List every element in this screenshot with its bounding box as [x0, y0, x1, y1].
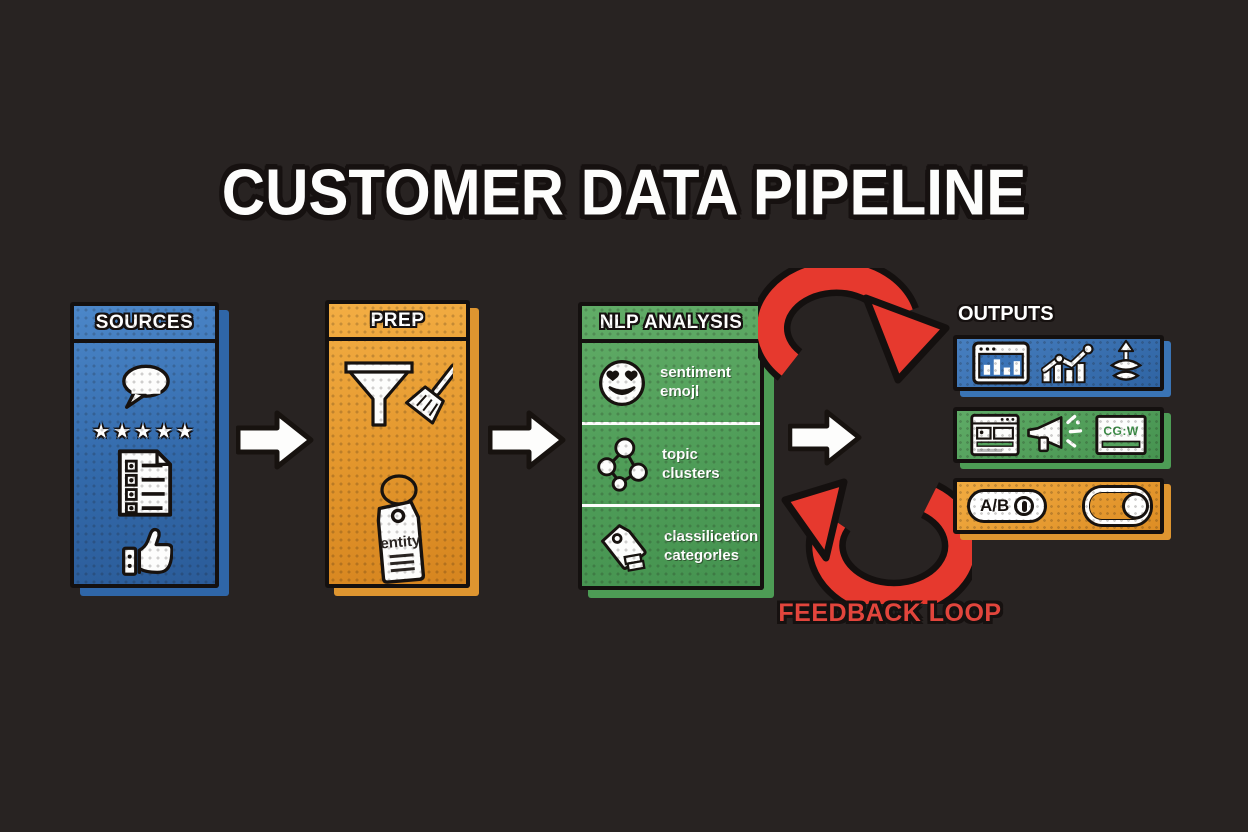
- content-card-label: CG:W: [1103, 424, 1139, 438]
- sources-header: SOURCES: [74, 306, 215, 343]
- nlp-row-classification: classilicetion categorles: [582, 504, 760, 586]
- nlp-body: sentiment emojl to: [582, 343, 760, 586]
- ab-test-icon: A/B: [967, 489, 1048, 523]
- dashboard-icon: [972, 341, 1030, 385]
- stage-prep: PREP: [325, 300, 470, 588]
- entity-tag-icon: entity: [352, 473, 444, 591]
- prep-title: PREP: [370, 309, 425, 331]
- output-bar-experiments: A/B: [953, 478, 1164, 534]
- flow-arrow-nlp-to-outputs: [788, 409, 866, 469]
- topic-clusters-icon: [596, 436, 650, 494]
- stage-nlp-analysis: NLP ANALYSIS sentiment emojl: [578, 302, 764, 590]
- trend-chart-icon: [1040, 341, 1096, 385]
- classification-tag-icon: [596, 519, 652, 575]
- output-bar-dashboards: [953, 335, 1164, 391]
- toggle-knob: [1122, 492, 1149, 520]
- prep-body: entity: [329, 341, 466, 591]
- webpage-icon: [970, 413, 1020, 457]
- prep-header: PREP: [329, 304, 466, 341]
- speech-bubble-icon: [114, 361, 176, 413]
- ab-test-label: A/B: [980, 496, 1010, 515]
- output-bar-content: CG:W: [953, 407, 1164, 463]
- nlp-row-topics: topic clusters: [582, 422, 760, 504]
- thumbs-up-icon: [117, 526, 173, 578]
- nlp-title: NLP ANALYSIS: [599, 311, 743, 333]
- sources-body: ★★★★★: [74, 343, 215, 584]
- nlp-header: NLP ANALYSIS: [582, 306, 760, 343]
- spread-arrows-icon: [1107, 339, 1145, 387]
- ab-test-indicator: [1014, 496, 1035, 516]
- sentiment-emoji-icon: [596, 357, 648, 409]
- sources-title: SOURCES: [95, 311, 194, 333]
- feedback-loop-label: FEEDBACK LOOP: [778, 599, 1002, 627]
- page-title: CUSTOMER DATA PIPELINE: [221, 156, 1027, 229]
- feedback-arrow-bottom: [781, 478, 972, 604]
- stage-sources: SOURCES ★★★★★: [70, 302, 219, 588]
- nlp-row-sentiment: sentiment emojl: [582, 343, 760, 422]
- feedback-arrow-top: [758, 268, 950, 384]
- nlp-row-classification-label: classilicetion categorles: [664, 527, 759, 564]
- nlp-row-topics-label: topic clusters: [662, 445, 720, 482]
- megaphone-icon: [1026, 412, 1088, 458]
- entity-tag-label: entity: [379, 532, 421, 552]
- flow-arrow-prep-to-nlp: [488, 410, 566, 470]
- nlp-row-sentiment-label: sentiment emojl: [660, 363, 731, 400]
- funnel-broom-icon: [343, 359, 453, 451]
- flow-arrow-sources-to-prep: [236, 410, 314, 470]
- five-stars-icon: ★★★★★: [92, 421, 197, 443]
- outputs-title: OUTPUTS: [958, 303, 1054, 325]
- content-card-icon: CG:W: [1095, 414, 1147, 456]
- survey-document-icon: [114, 448, 176, 518]
- toggle-switch-icon: [1085, 488, 1150, 524]
- feedback-loop-arrows: [758, 268, 972, 604]
